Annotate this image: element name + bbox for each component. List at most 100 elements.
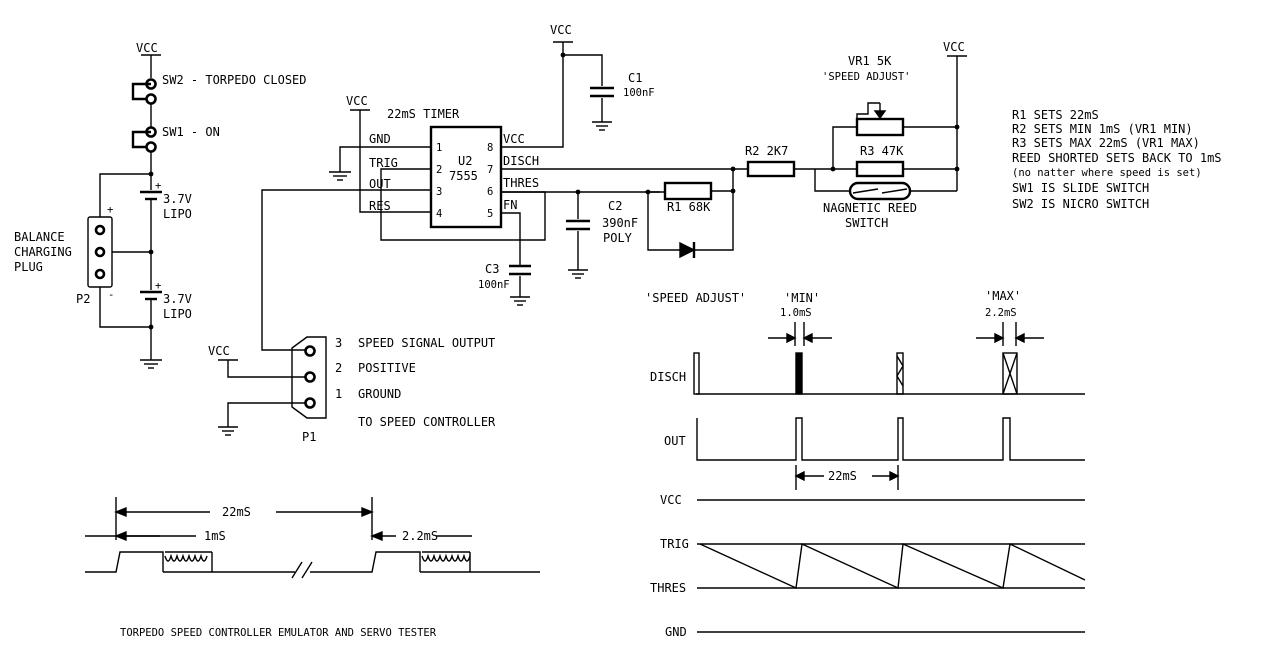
note-line: SW2 IS NICRO SWITCH [1012, 197, 1149, 211]
r3-label: R3 47K [860, 144, 904, 158]
note-line: R1 SETS 22mS [1012, 108, 1099, 122]
timing-speed-adjust: 'SPEED ADJUST' [645, 291, 746, 305]
p1-pin2-num: 2 [335, 361, 342, 375]
note-line: SW1 IS SLIDE SWITCH [1012, 181, 1149, 195]
switch-sw2 [131, 78, 157, 105]
pulse-22ms-label: 22mS [222, 505, 251, 519]
battery1-type: LIPO [163, 207, 192, 221]
c1-label: C1 [628, 71, 642, 85]
pin2-num: 2 [436, 164, 442, 176]
timing-22ms-label: 22mS [828, 469, 857, 483]
pin3-num: 3 [436, 186, 442, 198]
ground-symbol-battery [140, 359, 162, 369]
vcc-label-sw: VCC [136, 41, 158, 55]
reed-label-1: NAGNETIC REED [823, 201, 917, 215]
sw2-contact-bottom [145, 93, 157, 105]
timing-thres-label: THRES [650, 581, 686, 595]
timer-wiring: VCC VCC C1 100nF C3 100nF [261, 23, 967, 351]
chip-label: 7555 [449, 169, 478, 183]
timer-u2: 22mS TIMER U2 7555 GND TRIG OUT RES 1 2 … [369, 107, 539, 229]
pin6-num: 6 [487, 186, 493, 198]
c3-label: C3 [485, 262, 499, 276]
notes-block: R1 SETS 22mS R2 SETS MIN 1mS (VR1 MIN) R… [1012, 108, 1222, 211]
u2-label: U2 [458, 154, 472, 168]
note-line: (no natter where speed is set) [1012, 167, 1202, 179]
to-controller-label: TO SPEED CONTROLLER [358, 415, 496, 429]
note-line: R3 SETS MAX 22mS (VR1 MAX) [1012, 136, 1200, 150]
p2-label: P2 [76, 292, 90, 306]
vr1-label: VR1 5K [848, 54, 892, 68]
pin-trig-label: TRIG [369, 156, 398, 170]
pin7-num: 7 [487, 164, 493, 176]
diode [679, 241, 696, 259]
ground-label: GROUND [358, 387, 401, 401]
pin4-num: 4 [436, 208, 442, 220]
power-section: VCC SW2 - TORPEDO CLOSED SW1 - ON + 3.7V… [14, 41, 307, 369]
pulse-diagram: 22mS 1mS 2.2mS TORPEDO SPEED CONTROLLER … [85, 497, 540, 639]
reed-switch [848, 181, 912, 201]
timing-diagram: 'SPEED ADJUST' 'MIN' 1.0mS 'MAX' 2.2mS D… [645, 289, 1086, 639]
positive-label: POSITIVE [358, 361, 416, 375]
diagram-caption: TORPEDO SPEED CONTROLLER EMULATOR AND SE… [120, 627, 437, 639]
timing-disch-label: DISCH [650, 370, 686, 384]
balance-plug-p2 [87, 216, 113, 288]
vr1-name: 'SPEED ADJUST' [822, 71, 911, 83]
pulse-hatch-2 [421, 551, 471, 572]
pin1-num: 1 [436, 142, 442, 154]
note-line: REED SHORTED SETS BACK TO 1mS [1012, 151, 1222, 165]
disch-pulses [693, 352, 1018, 395]
p2-minus: - [108, 289, 114, 301]
vcc-label-p1: VCC [208, 344, 230, 358]
sw2-label: SW2 - TORPEDO CLOSED [162, 73, 307, 87]
r1-label: R1 68K [667, 200, 711, 214]
battery-cell-top [140, 190, 162, 201]
note-line: R2 SETS MIN 1mS (VR1 MIN) [1012, 122, 1193, 136]
vcc-label-timer: VCC [346, 94, 368, 108]
p1-pin1-num: 1 [335, 387, 342, 401]
c2-label: C2 [608, 199, 622, 213]
pulse-1ms-label: 1mS [204, 529, 226, 543]
timing-trig-label: TRIG [660, 537, 689, 551]
pin-disch-label: DISCH [503, 154, 539, 168]
battery2-type: LIPO [163, 307, 192, 321]
pin-out-label: OUT [369, 177, 391, 191]
pin-fn-label: FN [503, 198, 517, 212]
c3-value: 100nF [478, 279, 510, 291]
vcc-label-top: VCC [550, 23, 572, 37]
timer-chip-body [429, 125, 503, 229]
resistor-r1 [663, 181, 713, 201]
battery1-voltage: 3.7V [163, 192, 192, 206]
pin-gnd-label: GND [369, 132, 391, 146]
pulse-2-2ms-label: 2.2mS [402, 529, 438, 543]
timing-min-label: 'MIN' [784, 291, 820, 305]
sw1-label: SW1 - ON [162, 125, 220, 139]
battery-cell-bottom [140, 290, 162, 301]
vcc-label-right: VCC [943, 40, 965, 54]
resistor-r2 [746, 160, 796, 178]
battery2-plus: + [155, 280, 161, 292]
p1-pin3-num: 3 [335, 336, 342, 350]
timing-max-label: 'MAX' [985, 289, 1021, 303]
c2-type: POLY [603, 231, 633, 245]
p2-plus: + [107, 204, 113, 216]
balance-label: BALANCE [14, 230, 65, 244]
timing-gnd-label: GND [665, 625, 687, 639]
timing-vcc-label: VCC [660, 493, 682, 507]
battery2-voltage: 3.7V [163, 292, 192, 306]
connector-p1: P1 VCC 3 2 1 SPEED SIGNAL OUTPUT POSITIV… [208, 336, 496, 444]
sw1-contact-bottom [145, 141, 157, 153]
reed-label-2: SWITCH [845, 216, 888, 230]
c2-value: 390nF [602, 216, 638, 230]
battery1-plus: + [155, 180, 161, 192]
pin-res-label: RES [369, 199, 391, 213]
timing-max-value: 2.2mS [985, 307, 1017, 319]
c1-value: 100nF [623, 87, 655, 99]
timing-out-label: OUT [664, 434, 686, 448]
pin-thres-label: THRES [503, 176, 539, 190]
pin8-num: 8 [487, 142, 493, 154]
pulse-hatch-1 [164, 551, 213, 572]
speed-signal-label: SPEED SIGNAL OUTPUT [358, 336, 495, 350]
plug-label: PLUG [14, 260, 43, 274]
timing-min-value: 1.0mS [780, 307, 812, 319]
